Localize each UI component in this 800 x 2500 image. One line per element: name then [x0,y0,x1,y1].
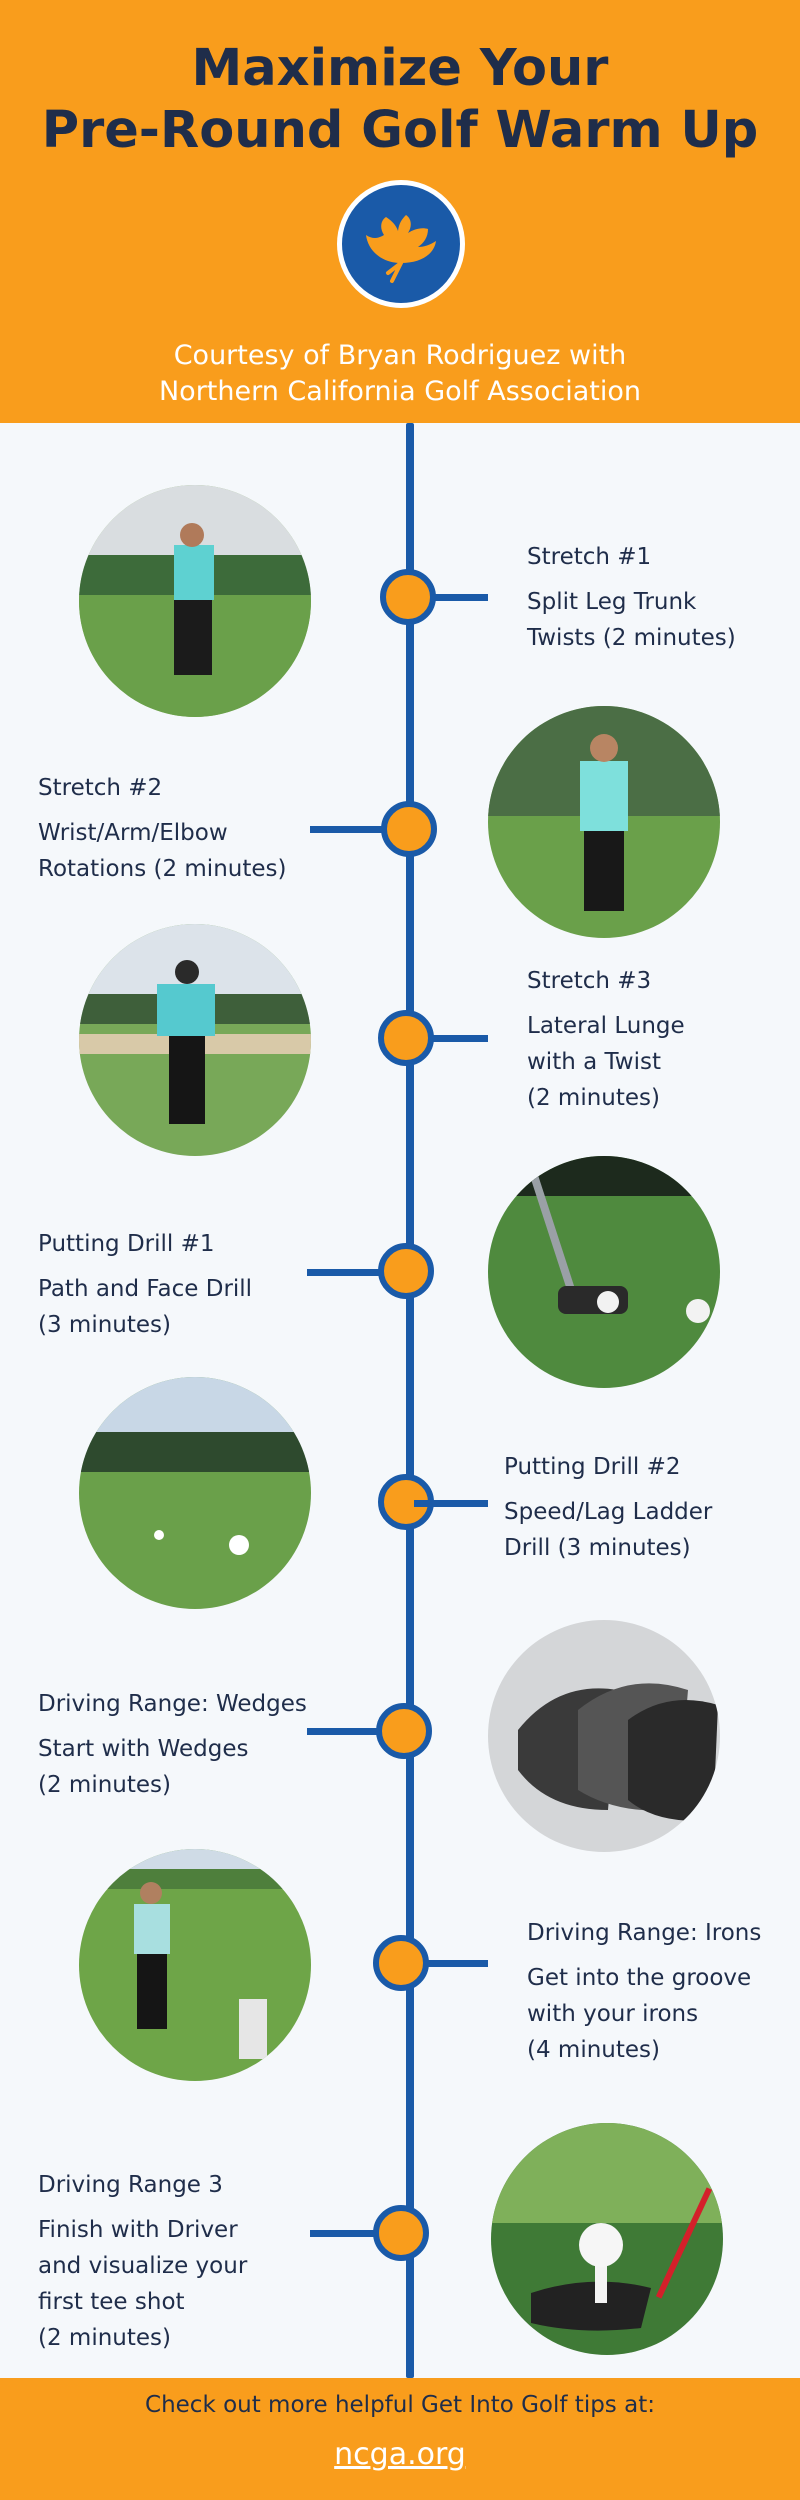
timeline-node-7 [373,1935,429,1991]
step-desc: Speed/Lag Ladder Drill (3 minutes) [504,1499,713,1561]
footer-text: Check out more helpful Get Into Golf tip… [145,2392,655,2418]
photo-putter [488,1156,720,1388]
timeline-node-3 [378,1010,434,1066]
step-desc: Finish with Driver and visualize your fi… [38,2217,248,2351]
connector-2 [310,826,384,833]
step-desc: Split Leg Trunk Twists (2 minutes) [527,589,736,651]
step-5: Putting Drill #2 Speed/Lag Ladder Drill … [504,1452,712,1566]
step-title: Driving Range: Wedges [38,1691,307,1717]
photo-wrist-rotations [488,706,720,938]
step-1: Stretch #1 Split Leg Trunk Twists (2 min… [527,542,736,656]
timeline-node-1 [380,569,436,625]
poppy-logo-icon [337,180,465,308]
footer-banner [0,2378,800,2500]
connector-3 [414,1035,488,1042]
step-4: Putting Drill #1 Path and Face Drill (3 … [38,1229,252,1343]
step-desc: Path and Face Drill (3 minutes) [38,1276,253,1338]
step-desc: Lateral Lunge with a Twist (2 minutes) [527,1013,685,1111]
photo-split-leg-twist [79,485,311,717]
step-desc: Get into the groove with your irons (4 m… [527,1965,752,2063]
connector-4 [307,1269,381,1276]
step-title: Stretch #3 [527,968,652,994]
subtitle-line-1: Courtesy of Bryan Rodriguez with [173,340,627,371]
title-line-1: Maximize Your [191,39,609,98]
step-title: Putting Drill #2 [504,1454,681,1480]
footer-link-ncga[interactable]: ncga.org [334,2437,466,2472]
connector-8 [310,2230,384,2237]
photo-lateral-lunge [79,924,311,1156]
step-3: Stretch #3 Lateral Lunge with a Twist (2… [527,966,685,1116]
connector-7 [414,1960,488,1967]
step-title: Putting Drill #1 [38,1231,215,1257]
timeline-node-4 [378,1243,434,1299]
page-title: Maximize Your Pre-Round Golf Warm Up [0,38,800,162]
step-title: Stretch #2 [38,775,163,801]
connector-1 [414,594,488,601]
step-title: Stretch #1 [527,544,652,570]
connector-5 [414,1500,488,1507]
step-title: Driving Range: Irons [527,1920,762,1946]
timeline-line [406,423,414,2378]
timeline-node-8 [373,2205,429,2261]
photo-putting-green [79,1377,311,1609]
step-7: Driving Range: Irons Get into the groove… [527,1918,761,2068]
connector-6 [307,1728,381,1735]
step-title: Driving Range 3 [38,2172,223,2198]
timeline-node-6 [376,1703,432,1759]
subtitle-line-2: Northern California Golf Association [158,376,641,407]
step-desc: Start with Wedges (2 minutes) [38,1736,249,1798]
step-desc: Wrist/Arm/Elbow Rotations (2 minutes) [38,820,287,882]
photo-wedges [488,1620,720,1852]
step-8: Driving Range 3 Finish with Driver and v… [38,2170,247,2356]
photo-driver-tee [491,2123,723,2355]
step-6: Driving Range: Wedges Start with Wedges … [38,1689,307,1803]
title-line-2: Pre-Round Golf Warm Up [41,101,759,160]
timeline-node-2 [381,801,437,857]
subtitle: Courtesy of Bryan Rodriguez with Norther… [0,338,800,410]
step-2: Stretch #2 Wrist/Arm/Elbow Rotations (2 … [38,773,286,887]
photo-irons [79,1849,311,2081]
